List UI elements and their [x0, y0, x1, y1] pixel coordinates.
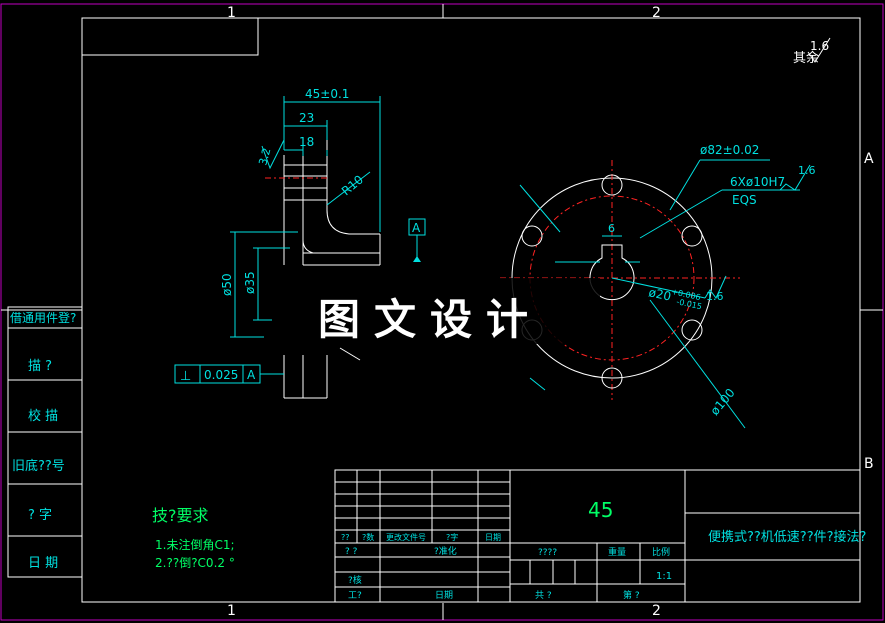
dim-bore: ø20 [647, 285, 672, 303]
tech-req-line1: 1.未注倒角C1; [155, 537, 235, 552]
dim-phi50: ø50 [220, 273, 234, 296]
grid-label-right-b: B [864, 456, 874, 472]
label-weight: 重量 [608, 546, 626, 558]
label-craft: 工? [348, 591, 362, 601]
datum-a: A [412, 221, 421, 235]
dim-r10: R10 [339, 172, 366, 198]
scale-value: 1:1 [656, 571, 672, 582]
code-box [82, 18, 259, 56]
grid-label-bottom-1: 1 [227, 603, 236, 619]
dim-hole-rough: 1.6 [798, 164, 816, 177]
label-scale: 比例 [652, 546, 670, 558]
dim-rough-3-2: 3.2 [256, 147, 273, 167]
outer-border [0, 3, 884, 621]
dim-18: 18 [299, 135, 314, 149]
label-r1: ? ? [345, 547, 358, 557]
rev-header-3: 更改文件号 [386, 532, 426, 542]
roughness-corner-text: 其余 [793, 50, 819, 66]
title-block [334, 469, 861, 603]
watermark-text: 图文设计 [318, 295, 543, 344]
material: 45 [588, 498, 613, 522]
strip-cell-3: 校 描 [28, 408, 58, 424]
rev-header-5: 日期 [485, 533, 501, 542]
rev-header-4: ?字 [446, 532, 458, 542]
strip-cell-5: ? 字 [28, 508, 52, 523]
rev-header-1: ?? [341, 533, 350, 542]
label-stage: ???? [538, 548, 557, 558]
side-view [174, 96, 426, 399]
dim-key: 6 [608, 222, 615, 235]
dim-phi35: ø35 [243, 271, 257, 294]
dim-phi82: ø82±0.02 [700, 143, 759, 157]
label-date: 日期 [435, 590, 453, 601]
strip-cell-2: 描 ? [28, 359, 52, 374]
tech-req-title: 技?要求 [152, 506, 209, 525]
rev-header-2: ?数 [362, 532, 374, 542]
dim-23: 23 [299, 111, 314, 125]
roughness-corner-value: 1.6 [810, 39, 829, 53]
grid-label-top-1: 1 [227, 5, 236, 21]
tol-value: 0.025 [204, 368, 238, 382]
grid-label-right-a: A [864, 151, 874, 167]
tol-datum: A [247, 368, 256, 382]
tol-symbol: ⊥ [180, 369, 191, 384]
grid-label-bottom-2: 2 [652, 603, 661, 619]
dim-phi100: ø100 [708, 386, 738, 418]
strip-cell-1: 借通用件登? [10, 310, 76, 325]
grid-label-top-2: 2 [652, 5, 661, 21]
strip-cell-6: 日 期 [28, 556, 58, 571]
label-sheet: 第 ? [623, 589, 640, 601]
watermark-banner: 图文设计 [300, 278, 600, 344]
roughness-symbol [807, 37, 831, 63]
left-strip [7, 306, 83, 578]
label-std: ?准化 [434, 545, 457, 557]
label-check: ?核 [348, 574, 362, 586]
tech-req-line2: 2.??倒?C0.2 ° [155, 556, 235, 570]
dim-45: 45±0.1 [305, 87, 349, 101]
dim-holes: 6Xø10H7 [730, 175, 785, 189]
strip-cell-4: 旧底??号 [12, 458, 65, 474]
dim-bore-rough: 1.6 [706, 290, 724, 303]
label-total: 共 ? [535, 590, 552, 601]
dim-eqs: EQS [732, 193, 757, 207]
part-name: 便携式??机低速??件?接法? [708, 529, 866, 545]
